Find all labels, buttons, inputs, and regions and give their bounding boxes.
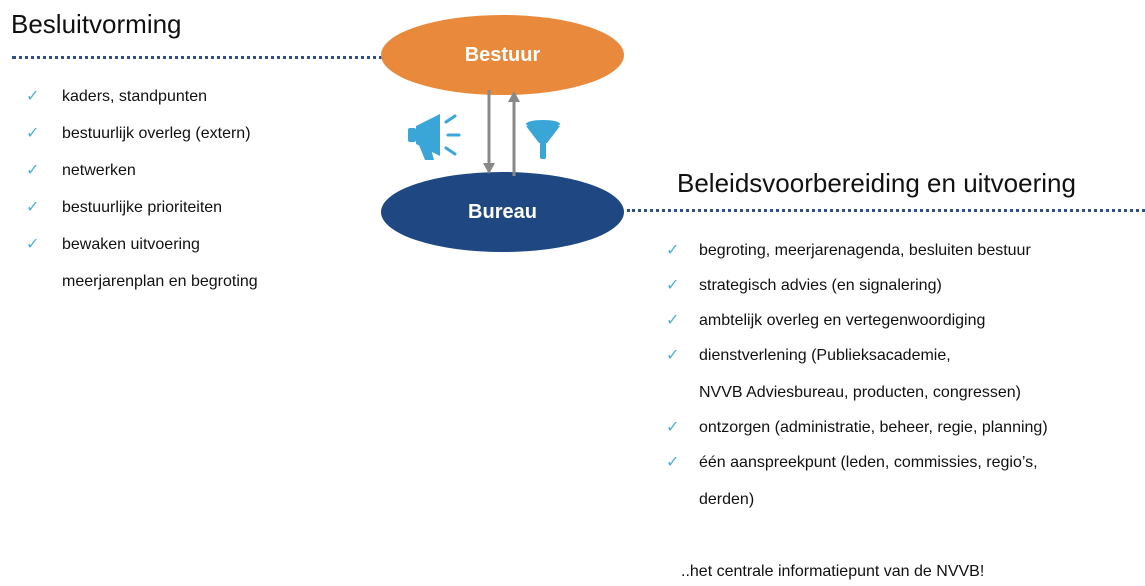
list-item-text-continued: derden) [699, 491, 755, 508]
checkmark-icon: ✓ [666, 419, 680, 436]
list-item: ✓ netwerken [26, 161, 258, 198]
list-item: ✓ begroting, meerjarenagenda, besluiten … [666, 241, 1048, 276]
down-arrow [483, 90, 495, 174]
list-item: ✓ kaders, standpunten [26, 87, 258, 124]
list-item-text: bestuurlijk overleg (extern) [62, 125, 251, 142]
list-item: ✓ ambtelijk overleg en vertegenwoordigin… [666, 311, 1048, 346]
list-item-text: één aanspreekpunt (leden, commissies, re… [699, 454, 1038, 471]
checkmark-icon: ✓ [666, 454, 680, 471]
list-item: ✓ strategisch advies (en signalering) [666, 276, 1048, 311]
list-item-text-continued: meerjarenplan en begroting [62, 273, 258, 290]
megaphone-icon [408, 114, 461, 160]
list-item-text: begroting, meerjarenagenda, besluiten be… [699, 242, 1031, 259]
checkmark-icon: ✓ [666, 242, 680, 259]
checkmark-icon: ✓ [666, 277, 680, 294]
list-item-text: netwerken [62, 162, 136, 179]
up-arrow [508, 91, 520, 176]
footnote: ..het centrale informatiepunt van de NVV… [681, 563, 985, 580]
list-item: ✓ dienstverlening (Publieksacademie, NVV… [666, 346, 1048, 418]
list-item-text: ontzorgen (administratie, beheer, regie,… [699, 419, 1048, 436]
left-list: ✓ kaders, standpunten ✓ bestuurlijk over… [26, 87, 258, 290]
list-item: ✓ bewaken uitvoering meerjarenplan en be… [26, 235, 258, 290]
list-item-text-continued: NVVB Adviesbureau, producten, congressen… [699, 384, 1021, 401]
bestuur-node: Bestuur [381, 15, 624, 95]
list-item: ✓ bestuurlijk overleg (extern) [26, 124, 258, 161]
left-heading: Besluitvorming [11, 9, 182, 39]
right-heading: Beleidsvoorbereiding en uitvoering [677, 168, 1076, 198]
bureau-node: Bureau [381, 172, 624, 252]
right-divider [627, 209, 1145, 212]
filter-funnel-icon [526, 120, 560, 159]
bureau-label: Bureau [468, 200, 537, 223]
checkmark-icon: ✓ [26, 236, 40, 253]
left-divider [12, 56, 390, 59]
list-item-text: dienstverlening (Publieksacademie, [699, 347, 951, 364]
checkmark-icon: ✓ [26, 88, 40, 105]
right-list: ✓ begroting, meerjarenagenda, besluiten … [666, 241, 1048, 525]
bestuur-label: Bestuur [464, 43, 541, 66]
checkmark-icon: ✓ [666, 312, 680, 329]
list-item-text: ambtelijk overleg en vertegenwoordiging [699, 312, 986, 329]
checkmark-icon: ✓ [26, 162, 40, 179]
list-item-text: strategisch advies (en signalering) [699, 277, 942, 294]
checkmark-icon: ✓ [666, 347, 680, 364]
list-item-text: kaders, standpunten [62, 88, 207, 105]
list-item: ✓ bestuurlijke prioriteiten [26, 198, 258, 235]
list-item: ✓ ontzorgen (administratie, beheer, regi… [666, 418, 1048, 453]
list-item: ✓ één aanspreekpunt (leden, commissies, … [666, 453, 1048, 525]
checkmark-icon: ✓ [26, 125, 40, 142]
list-item-text: bestuurlijke prioriteiten [62, 199, 223, 216]
list-item-text: bewaken uitvoering [62, 236, 200, 253]
checkmark-icon: ✓ [26, 199, 40, 216]
